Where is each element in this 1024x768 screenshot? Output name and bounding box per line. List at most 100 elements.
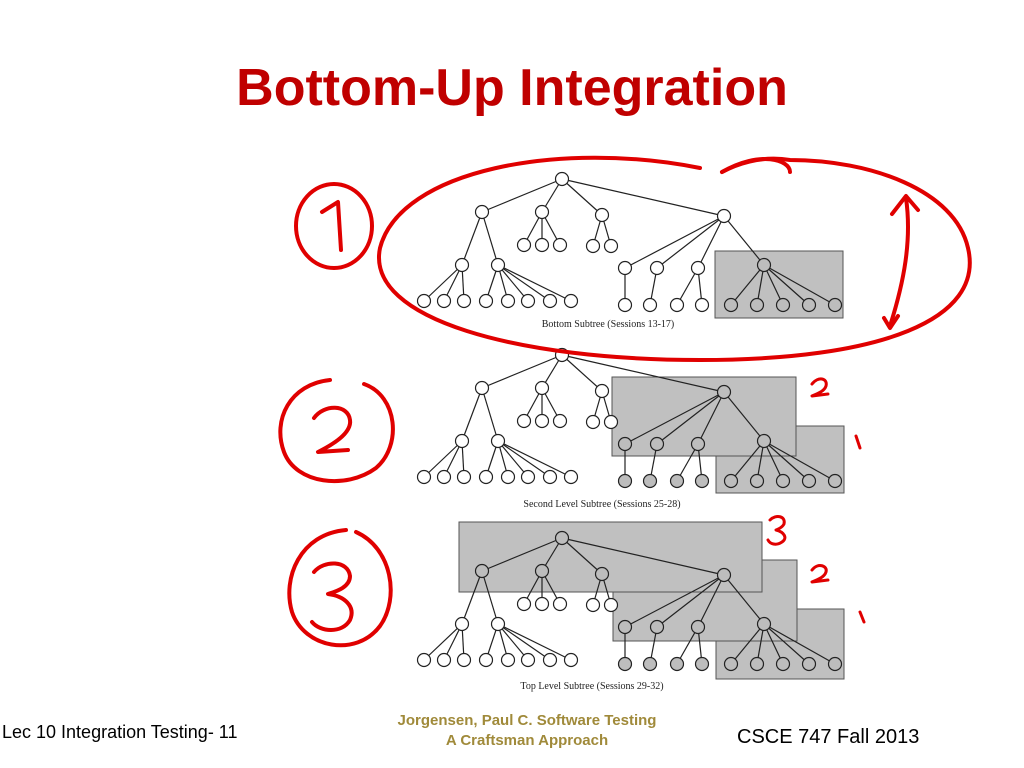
tree-leaf-node (694, 473, 710, 489)
tree-leaf-node (563, 469, 579, 485)
tree-edge (763, 440, 784, 482)
tree-node (474, 563, 490, 579)
tree-leaf-node (669, 297, 685, 313)
tree-leaf-node (642, 656, 658, 672)
tree-edge (497, 264, 529, 302)
tree-leaf-node (520, 293, 536, 309)
tree-edge (481, 178, 563, 213)
tree-edge (561, 354, 603, 392)
tree-node (649, 619, 665, 635)
ink-digit-3 (310, 561, 354, 632)
tree-edge (561, 354, 725, 393)
tree-leaf-node (542, 652, 558, 668)
tree-edge (763, 440, 810, 482)
tree-leaf-node (669, 656, 685, 672)
slide-title: Bottom-Up Integration (236, 59, 788, 117)
tree-edge (763, 623, 810, 665)
tree-node (716, 208, 732, 224)
tree-leaf-node (500, 293, 516, 309)
tree-node (756, 433, 772, 449)
ink-ellipse (377, 155, 972, 362)
tree-edge (763, 264, 784, 306)
tree-edge (481, 211, 499, 266)
tree-edge (697, 574, 725, 628)
tree-edge (497, 623, 551, 661)
tree-edge (697, 391, 725, 445)
tree-edge (763, 264, 836, 306)
tree-leaf-node (749, 656, 765, 672)
tree-node (585, 414, 601, 430)
tree-leaf-node (436, 469, 452, 485)
tree-node (534, 596, 550, 612)
tree-leaf-node (542, 469, 558, 485)
tree-edge (423, 623, 463, 661)
tree-leaf-node (723, 473, 739, 489)
ink-circle-2 (278, 378, 395, 484)
tree-edge (561, 178, 725, 217)
tree-node (617, 619, 633, 635)
tree-edge (656, 391, 725, 445)
tree-node (603, 238, 619, 254)
ink-digit-1 (320, 200, 343, 252)
tree-node (617, 436, 633, 452)
tree-leaf-node (436, 293, 452, 309)
tree-leaf-node (456, 469, 472, 485)
tree-node (690, 436, 706, 452)
tree-edge (423, 440, 463, 478)
tree-edge (723, 574, 765, 625)
ink-label-1-panel2 (854, 434, 862, 450)
tree-leaf-node (642, 473, 658, 489)
tree-node (490, 257, 506, 273)
tree-node (594, 566, 610, 582)
tree-leaf-node (563, 652, 579, 668)
tree-node (534, 380, 550, 396)
tree-leaf-node (563, 293, 579, 309)
caption-bottom-subtree: Bottom Subtree (Sessions 13-17) (542, 319, 675, 330)
tree-leaf-node (478, 293, 494, 309)
tree-node (552, 413, 568, 429)
tree-node (534, 204, 550, 220)
tree-node (474, 380, 490, 396)
tree-leaf-node (775, 656, 791, 672)
tree-leaf-node (827, 656, 843, 672)
tree-leaf-node (617, 656, 633, 672)
tree-edge (423, 264, 463, 302)
tree-node (617, 260, 633, 276)
ink-vertical-arrow (888, 196, 910, 328)
tree-node (534, 413, 550, 429)
tree-node (474, 204, 490, 220)
tree-leaf-node (500, 652, 516, 668)
tree-leaf-node (416, 293, 432, 309)
tree-node (690, 619, 706, 635)
panel-bottom-subtree (416, 171, 844, 319)
tree-node (516, 413, 532, 429)
tree-node (756, 257, 772, 273)
tree-leaf-node (801, 656, 817, 672)
subtree-box (458, 521, 763, 593)
tree-edge (656, 215, 725, 269)
tree-edge (497, 623, 572, 661)
tree-node (585, 238, 601, 254)
tree-edge (497, 264, 551, 302)
ink-ellipse-tail (720, 157, 792, 174)
ink-circle-3 (287, 528, 393, 648)
tree-leaf-node (723, 297, 739, 313)
tree-node (585, 597, 601, 613)
tree-edge (656, 574, 725, 628)
tree-leaf-node (456, 293, 472, 309)
tree-leaf-node (694, 656, 710, 672)
tree-edge (723, 391, 765, 442)
tree-leaf-node (694, 297, 710, 313)
footer-citation: Jorgensen, Paul C. Software Testing A Cr… (392, 711, 662, 752)
tree-edge (730, 623, 765, 665)
tree-node (516, 237, 532, 253)
tree-edge (481, 570, 499, 625)
tree-edge (497, 623, 529, 661)
tree-leaf-node (749, 297, 765, 313)
ink-circle-1 (294, 182, 374, 270)
tree-leaf-node (801, 297, 817, 313)
tree-node (490, 616, 506, 632)
tree-node (603, 414, 619, 430)
tree-leaf-node (478, 652, 494, 668)
tree-node (534, 237, 550, 253)
